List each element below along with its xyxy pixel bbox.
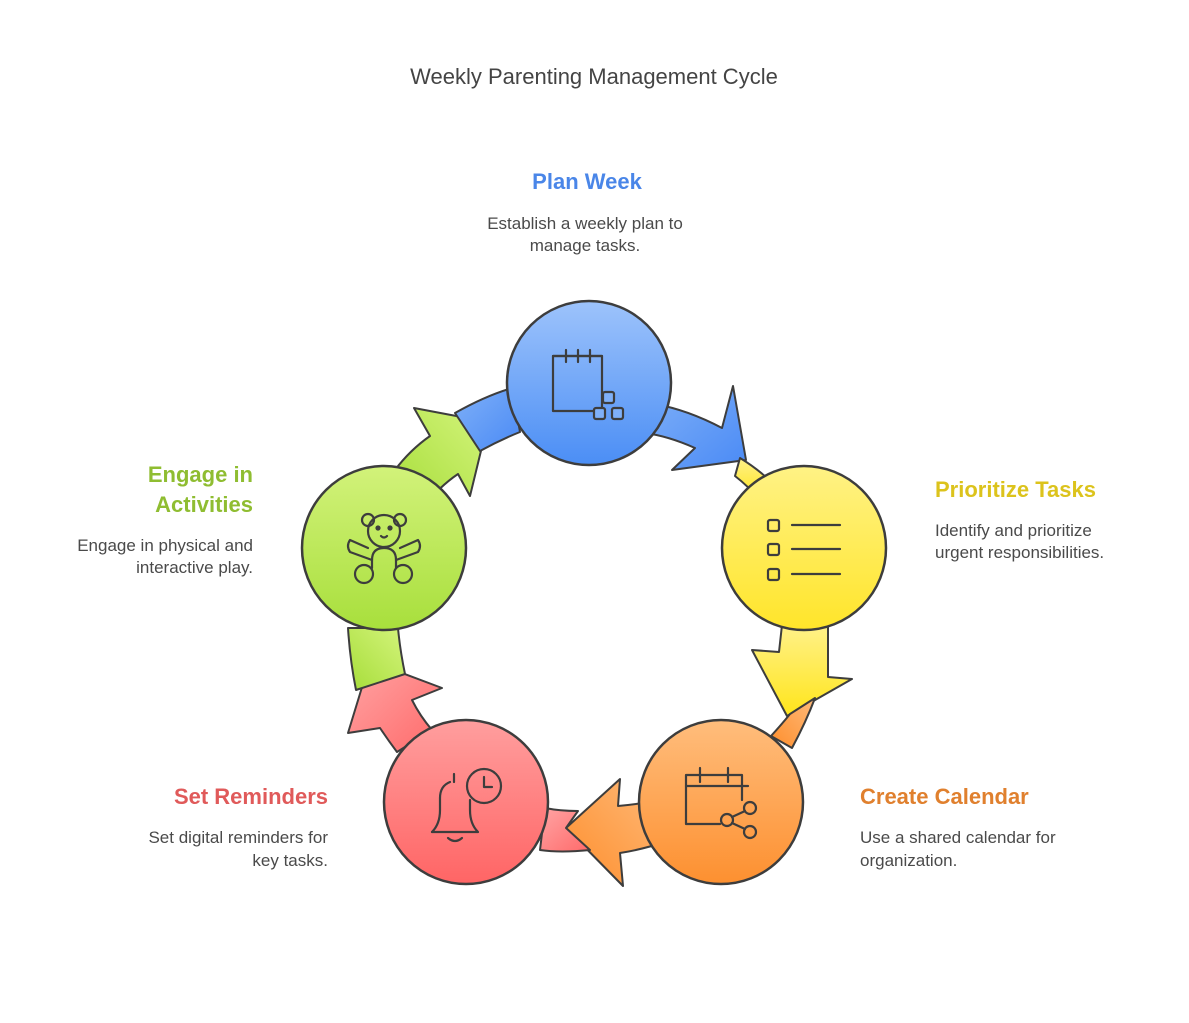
- diagram-title: Weekly Parenting Management Cycle: [410, 64, 778, 89]
- activities-label: Engage in Activities Engage in physical …: [77, 462, 253, 577]
- reminders-circle: [382, 718, 550, 886]
- bell-clock-icon: [430, 767, 503, 843]
- arrow-prioritize-to-calendar: [751, 624, 853, 749]
- calendar-title: Create Calendar: [860, 784, 1029, 809]
- calendar-label: Create Calendar Use a shared calendar fo…: [860, 784, 1056, 870]
- calendar-desc-line-1: Use a shared calendar for: [860, 828, 1056, 847]
- shared-calendar-icon: [684, 766, 758, 840]
- prioritize-desc-line-1: Identify and prioritize: [935, 521, 1092, 540]
- checklist-icon: [766, 518, 842, 582]
- calendar-desc-line-2: organization.: [860, 851, 957, 870]
- plan-desc-line-1: Establish a weekly plan to: [487, 214, 683, 233]
- prioritize-desc-line-2: urgent responsibilities.: [935, 543, 1104, 562]
- prioritize-label: Prioritize Tasks Identify and prioritize…: [935, 477, 1104, 562]
- activities-desc-line-1: Engage in physical and: [77, 536, 253, 555]
- calendar-circle: [637, 718, 805, 886]
- reminders-desc-line-1: Set digital reminders for: [148, 828, 328, 847]
- reminders-title: Set Reminders: [174, 784, 328, 809]
- reminders-label: Set Reminders Set digital reminders for …: [148, 784, 328, 870]
- reminders-desc-line-2: key tasks.: [252, 851, 328, 870]
- plan-desc-line-2: manage tasks.: [530, 236, 641, 255]
- teddy-bear-icon: [346, 512, 422, 585]
- activities-desc-line-2: interactive play.: [136, 558, 253, 577]
- activities-title-line-2: Activities: [155, 492, 253, 517]
- plan-circle: [505, 299, 673, 467]
- arrow-reminders-to-activities: [347, 627, 443, 753]
- calendar-grid-icon: [551, 348, 625, 421]
- plan-label: Plan Week Establish a weekly plan to man…: [487, 169, 683, 255]
- plan-title: Plan Week: [532, 169, 642, 194]
- activities-title-line-1: Engage in: [148, 462, 253, 487]
- prioritize-title: Prioritize Tasks: [935, 477, 1096, 502]
